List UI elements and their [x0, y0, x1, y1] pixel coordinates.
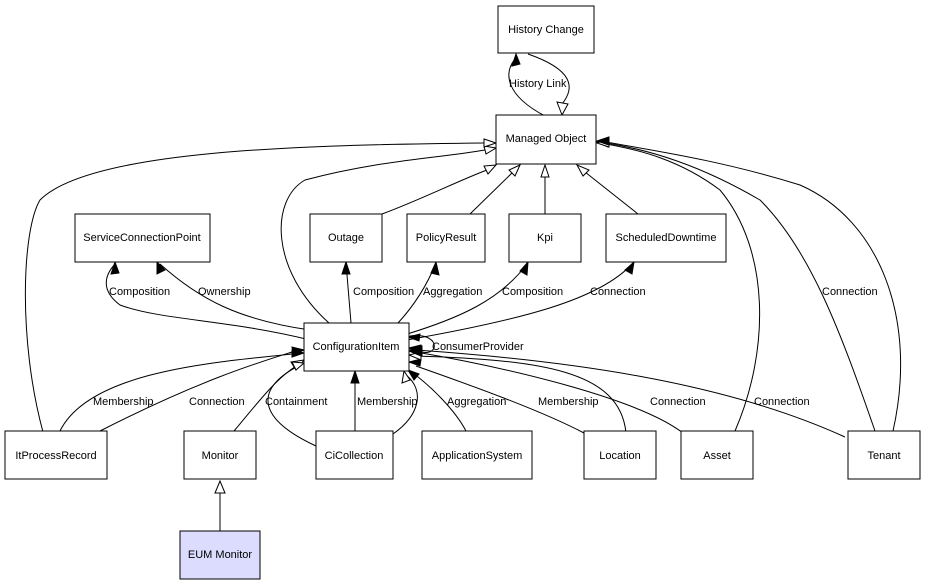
node-tenant[interactable]: Tenant: [847, 430, 921, 480]
node-monitor-label: Monitor: [202, 450, 239, 462]
arrowhead-ci-cicoll-membership: [350, 369, 360, 384]
edge-tenant-connection: [415, 349, 846, 438]
arrowhead-scp-ownership: [156, 260, 166, 275]
label-ci-scp-ownership: Ownership: [198, 286, 251, 298]
node-kpi-label: Kpi: [537, 232, 553, 244]
node-managed-object-label: Managed Object: [506, 133, 587, 145]
edge-ci-downtime: [406, 262, 634, 341]
node-policy-result[interactable]: PolicyResult: [406, 213, 486, 263]
label-location-membership: Membership: [538, 396, 599, 408]
edge-asset-to-managed-object: [605, 143, 761, 432]
arrowhead-ci-itpr-connection: [291, 346, 306, 356]
node-configuration-item-label: ConfigurationItem: [313, 341, 400, 353]
arrowhead-ci-cicoll: [401, 369, 411, 384]
node-asset-label: Asset: [703, 450, 731, 462]
node-managed-object[interactable]: Managed Object: [495, 114, 597, 165]
label-itpr-membership: Membership: [93, 396, 154, 408]
node-it-process-record[interactable]: ItProcessRecord: [4, 430, 108, 480]
edge-location-to-ci: [415, 355, 627, 434]
edge-outage-to-managed-object: [381, 169, 488, 215]
node-policy-result-label: PolicyResult: [416, 232, 477, 244]
node-ci-collection[interactable]: CiCollection: [315, 430, 394, 480]
arrowhead-ci-appsys: [406, 369, 420, 381]
label-asset-connection: Connection: [650, 396, 706, 408]
edge-asset-connection: [415, 351, 684, 434]
arrowhead-outage: [341, 260, 351, 275]
arrowhead-kpi: [519, 260, 529, 276]
arrowhead-itpr-managed-object: [483, 138, 498, 148]
node-scheduled-downtime-label: ScheduledDowntime: [616, 232, 717, 244]
label-ci-scp-composition: Composition: [109, 286, 170, 298]
node-outage[interactable]: Outage: [309, 213, 383, 263]
node-monitor[interactable]: Monitor: [183, 430, 257, 480]
arrowhead-scp-composition: [110, 260, 120, 275]
edge-history-link-down: [527, 53, 570, 105]
node-service-connection-point-label: ServiceConnectionPoint: [83, 232, 200, 244]
edge-ci-kpi: [403, 263, 528, 336]
arrowhead-downtime: [624, 260, 635, 275]
label-ci-downtime-connection: Connection: [590, 286, 646, 298]
edge-cicoll-to-ci: [392, 374, 418, 435]
node-outage-label: Outage: [328, 232, 364, 244]
edge-history-link-up: [508, 57, 546, 117]
edge-location-membership: [415, 365, 585, 434]
edge-policy-to-managed-object: [469, 171, 514, 215]
edge-downtime-to-managed-object: [584, 171, 639, 215]
label-history-link: History Link: [509, 78, 567, 90]
label-cicoll-membership: Membership: [357, 396, 418, 408]
label-appsys-aggregation: Aggregation: [447, 396, 506, 408]
node-application-system[interactable]: ApplicationSystem: [421, 430, 533, 480]
node-service-connection-point[interactable]: ServiceConnectionPoint: [74, 213, 211, 263]
label-ci-outage-composition: Composition: [353, 286, 414, 298]
node-application-system-label: ApplicationSystem: [432, 450, 523, 462]
arrowhead-history-change: [511, 52, 521, 67]
arrowhead-ci-tenant: [407, 344, 422, 354]
arrowhead-policy-managed-object: [508, 163, 522, 177]
edge-ci-scp-composition: [105, 263, 311, 341]
label-tenant-mo-connection: Connection: [822, 286, 878, 298]
node-location-label: Location: [599, 450, 641, 462]
arrowhead-outage-managed-object: [483, 164, 498, 175]
arrowhead-monitor-generalization: [214, 479, 226, 494]
node-eum-monitor[interactable]: EUM Monitor: [179, 530, 261, 580]
arrowhead-managed-object-top: [556, 101, 569, 117]
edge-labels: History Link Composition Ownership Compo…: [93, 78, 878, 408]
node-kpi[interactable]: Kpi: [508, 213, 582, 263]
arrowhead-ci-self-source: [406, 333, 421, 342]
label-ci-kpi-composition: Composition: [502, 286, 563, 298]
edge-itpr-connection: [99, 351, 293, 432]
node-scheduled-downtime[interactable]: ScheduledDowntime: [605, 213, 727, 263]
edge-tenant-to-managed-object-b: [605, 141, 902, 432]
node-history-change[interactable]: History Change: [497, 5, 595, 54]
edge-cicoll-containment: [267, 363, 317, 447]
nodes: History Change Managed Object ServiceCon…: [4, 5, 921, 580]
node-location[interactable]: Location: [583, 430, 657, 480]
edge-ci-scp-ownership: [159, 263, 311, 331]
edge-tenant-to-managed-object-a: [605, 142, 876, 432]
arrowhead-ci-managed-object: [483, 145, 498, 155]
node-asset[interactable]: Asset: [680, 430, 754, 480]
node-configuration-item[interactable]: ConfigurationItem: [303, 322, 410, 372]
node-it-process-record-label: ItProcessRecord: [15, 450, 96, 462]
node-eum-monitor-label: EUM Monitor: [188, 549, 253, 561]
label-itpr-connection: Connection: [189, 396, 245, 408]
arrowhead-downtime-managed-object: [575, 163, 590, 177]
arrowheads: [110, 52, 635, 494]
edge-itpr-membership: [59, 353, 293, 432]
node-ci-collection-label: CiCollection: [325, 450, 384, 462]
label-cicoll-containment: Containment: [265, 396, 327, 408]
label-ci-consumer-provider: ConsumerProvider: [432, 341, 524, 353]
label-tenant-connection: Connection: [754, 396, 810, 408]
arrowhead-policy: [430, 260, 440, 276]
edge-ci-to-managed-object: [280, 149, 486, 324]
edge-itpr-to-managed-object: [24, 142, 485, 433]
label-ci-policy-aggregation: Aggregation: [423, 286, 482, 298]
arrowhead-tenant-managed-object-b: [595, 136, 610, 146]
arrowhead-ci-location: [407, 358, 422, 367]
arrowhead-ci-containment: [291, 361, 306, 371]
node-history-change-label: History Change: [508, 24, 584, 36]
arrowhead-kpi-managed-object: [540, 163, 550, 178]
node-tenant-label: Tenant: [867, 450, 900, 462]
